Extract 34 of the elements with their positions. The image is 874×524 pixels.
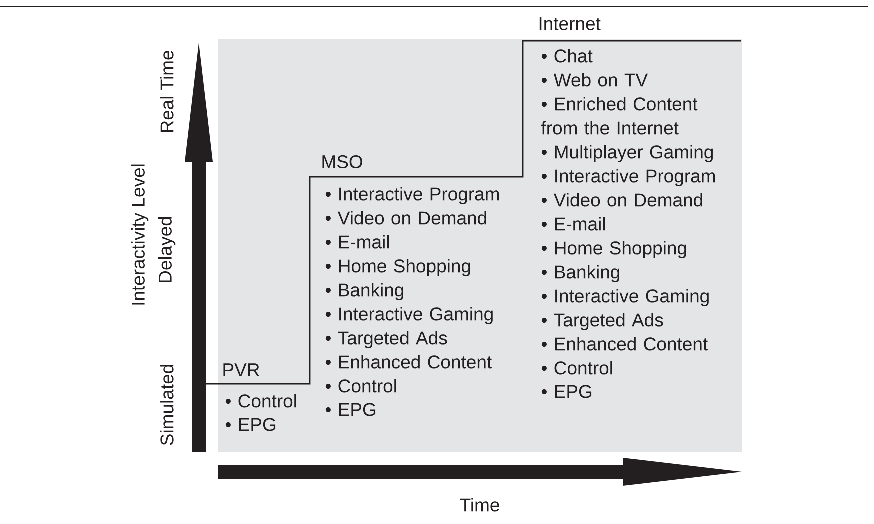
list-item: • Home Shopping: [326, 259, 470, 276]
list-item: • Enhanced Content: [542, 337, 708, 351]
list-item: • Enhanced Content: [326, 355, 492, 369]
list-item: • Video on Demand: [542, 193, 702, 207]
list-item: • Video on Demand: [326, 211, 486, 225]
list-item: • Interactive Program: [542, 169, 716, 186]
tier-label: MSO: [322, 155, 362, 169]
list-item: • Multiplayer Gaming: [542, 145, 714, 162]
list-item: • Targeted Ads: [542, 313, 664, 330]
list-item: • Web on TV: [542, 73, 648, 87]
list-item: • EPG: [326, 403, 376, 416]
list-item: • EPG: [226, 418, 276, 432]
axis-label: Real Time: [160, 51, 174, 132]
list-item: • Chat: [542, 49, 593, 63]
axis-label: Delayed: [158, 217, 176, 282]
list-item: • Home Shopping: [542, 241, 686, 258]
list-item: • E-mail: [326, 235, 390, 249]
list-item: • Targeted Ads: [326, 331, 448, 348]
list-item: • Control: [226, 394, 296, 408]
list-item: • Interactive Program: [326, 187, 500, 204]
list-item: • Banking: [542, 265, 620, 282]
list-item: • Interactive Gaming: [326, 307, 493, 324]
list-item: • EPG: [542, 385, 592, 398]
axis-label: Interactivity Level: [131, 164, 149, 305]
tier-label: PVR: [224, 364, 260, 376]
list-item: • Interactive Gaming: [542, 289, 709, 306]
tier-label: Internet: [540, 18, 601, 30]
list-item: • E-mail: [542, 217, 606, 231]
axis-label: Time: [460, 498, 500, 512]
list-item: • Enriched Content from the Internet: [541, 97, 698, 135]
list-item: • Control: [542, 361, 612, 375]
list-item: • Control: [326, 379, 396, 393]
axis-label: Simulated: [160, 365, 174, 446]
list-item: • Banking: [326, 283, 404, 300]
